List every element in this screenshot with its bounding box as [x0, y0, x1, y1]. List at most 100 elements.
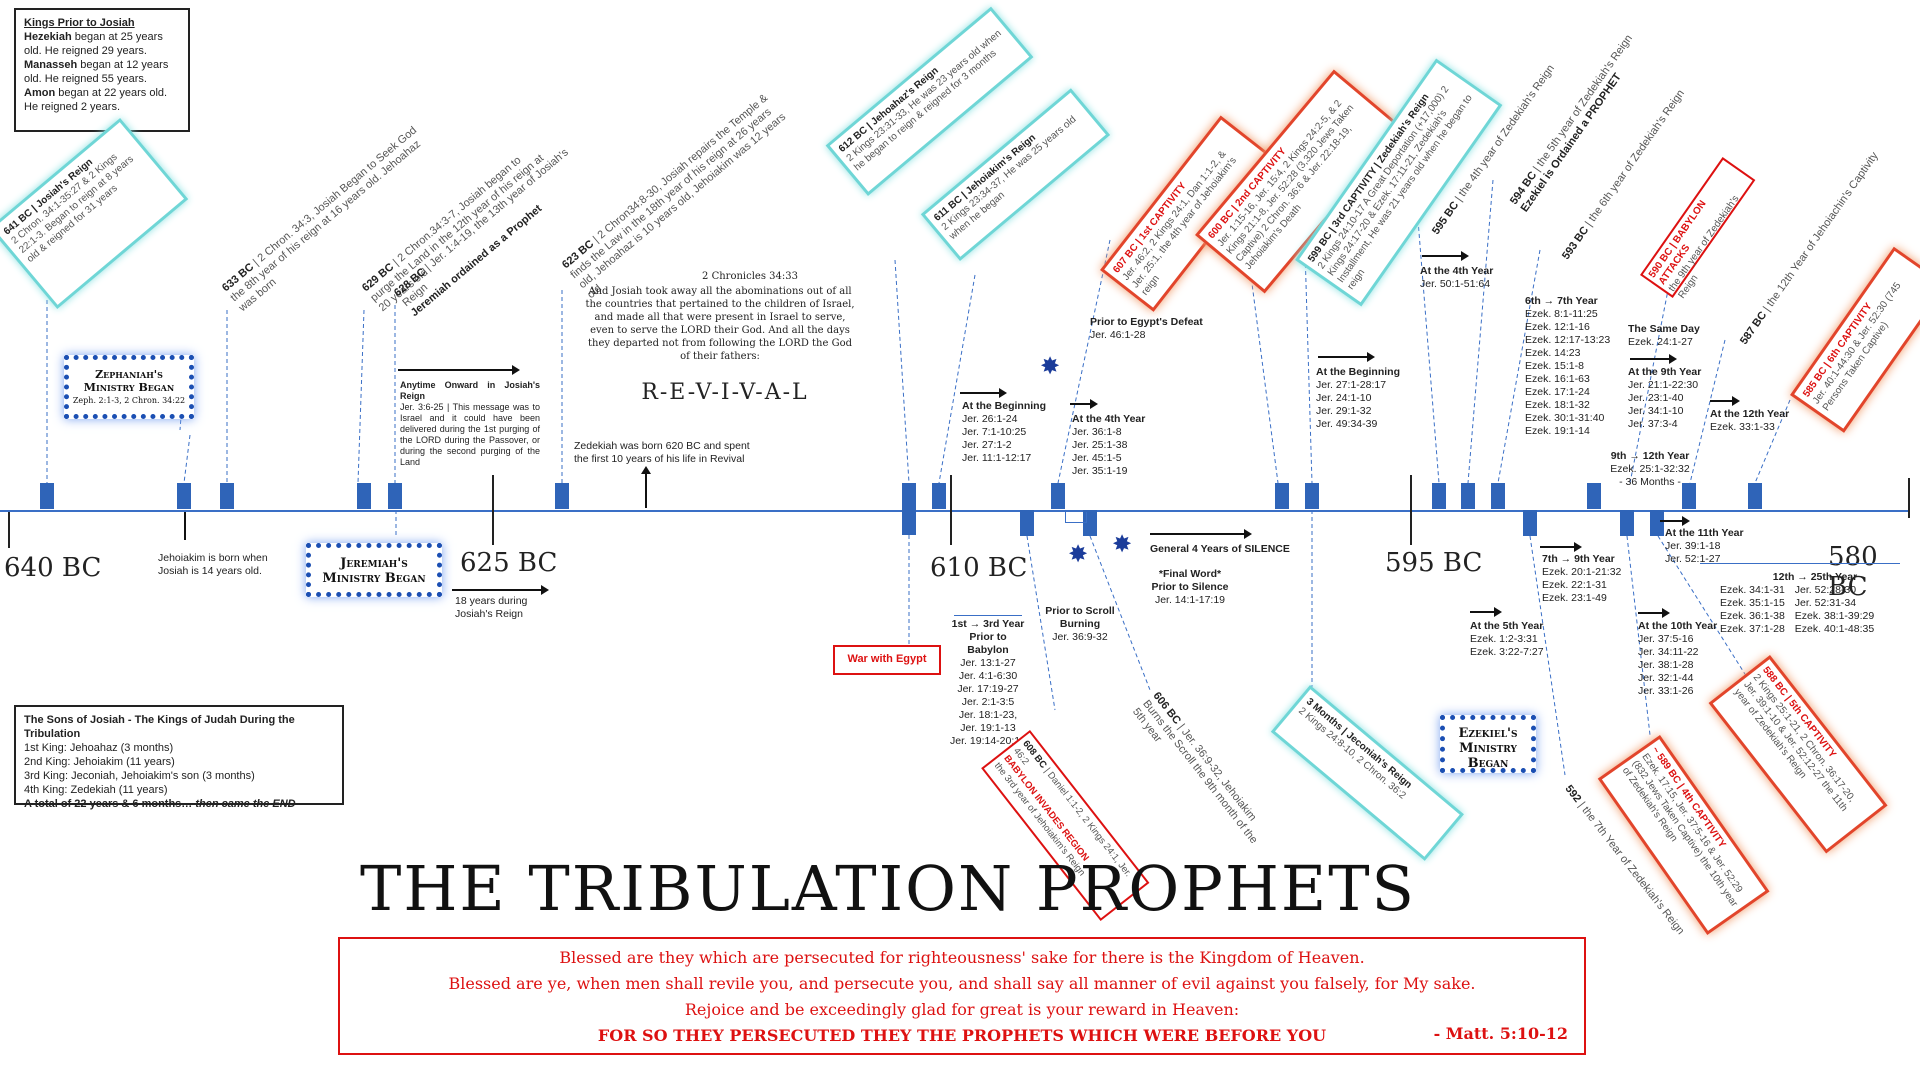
timeline-axis [0, 510, 1910, 512]
year-label-640: 640 BC [4, 553, 102, 583]
ref: Ezek. 25:1-32:32 [1610, 463, 1690, 475]
arrow [960, 388, 1007, 398]
group-twelfth: At the 12th Year Ezek. 33:1-33 [1710, 408, 1789, 434]
ref: Jer. 34:1-10 [1628, 405, 1684, 417]
group-six-7: 6th → 7th Year Ezek. 8:1-11:25 Ezek. 12:… [1525, 295, 1610, 438]
group-fourth-1: At the 4th Year Jer. 36:1-8 Jer. 25:1-38… [1072, 413, 1145, 478]
ref: Jer. 37:5-16 [1638, 633, 1694, 645]
ref: Ezek. 15:1-8 [1525, 360, 1584, 372]
ref: Ezek. 17:1-24 [1525, 386, 1590, 398]
ref: Jer. 7:1-10:25 [962, 426, 1027, 438]
revival-arrow-head [641, 466, 651, 474]
kings-prior-heading: Kings Prior to Josiah [24, 17, 135, 29]
group-head: General 4 Years of SILENCE [1150, 543, 1290, 555]
group-first-3: 1st → 3rd Year Prior to Babylon Jer. 13:… [948, 615, 1028, 748]
ref: Jer. 23:1-40 [1628, 392, 1684, 404]
anytime-text: Jer. 3:6-25 | This message was to Israel… [400, 402, 540, 467]
group-head: At the 9th Year [1628, 366, 1702, 378]
ref: Ezek. 40:1-48:35 [1794, 623, 1875, 635]
son-line: 4th King: Zedekiah (11 years) [24, 784, 168, 796]
event-tick [388, 483, 402, 509]
zephaniah-ref: Zeph. 2:1-3, 2 Chron. 34:22 [72, 396, 186, 405]
arrow [1630, 354, 1677, 364]
event-tick [1650, 510, 1664, 536]
event-tick [555, 483, 569, 509]
revival-ref: 2 Chronicles 34:33 [702, 271, 798, 282]
group-head: At the 4th Year [1420, 265, 1494, 277]
ref: Jer. 14:1-17:19 [1154, 594, 1226, 606]
ref: Jer. 38:1-28 [1638, 659, 1694, 671]
ref: Jer. 34:11-22 [1638, 646, 1699, 658]
zedekiah-born-note: Zedekiah was born 620 BC and spent the f… [574, 440, 750, 465]
twelve25-arrow [1700, 563, 1900, 564]
arrow [1422, 251, 1469, 261]
ref: Ezek. 19:1-14 [1525, 425, 1590, 437]
verse-line: Rejoice and be exceedingly glad for grea… [684, 1000, 1240, 1019]
group-head: At the Beginning [962, 400, 1046, 412]
son-line: 1st King: Jehoahaz (3 months) [24, 742, 174, 754]
group-beginning-2: At the Beginning Jer. 27:1-28:17 Jer. 24… [1316, 366, 1400, 431]
ref: Ezek. 1:2-3:31 [1470, 633, 1538, 645]
revival-quote: And Josiah took away all the abomination… [585, 286, 855, 362]
event-tick [1748, 483, 1762, 509]
group-head: Prior to Scroll Burning [1045, 605, 1115, 630]
ref: Jer. 17:19-27 [957, 683, 1019, 695]
ref: Jer. 35:1-19 [1072, 465, 1128, 477]
event-tick [1523, 510, 1537, 536]
ref: Ezek. 18:1-32 [1525, 399, 1590, 411]
zephaniah-ministry-label: Zephaniah's Ministry Began [83, 368, 175, 394]
arrow [1540, 542, 1582, 552]
silence-arrow [1150, 529, 1252, 539]
event-tick [932, 483, 946, 509]
group-scroll: Prior to Scroll Burning Jer. 36:9-32 [1040, 605, 1120, 644]
group-head: 12th → 25th Year [1772, 571, 1858, 583]
group-tenth: At the 10th Year Jer. 37:5-16 Jer. 34:11… [1638, 620, 1717, 698]
group-fifth: At the 5th Year Ezek. 1:2-3:31 Ezek. 3:2… [1470, 620, 1544, 659]
ref: Jer. 4:1-6:30 [958, 670, 1018, 682]
event-tick [902, 483, 916, 535]
group-head: Prior to Egypt's Defeat [1090, 316, 1203, 328]
verse-line: Blessed are they which are persecuted fo… [559, 948, 1365, 967]
sons-of-josiah-box: The Sons of Josiah - The Kings of Judah … [14, 705, 344, 810]
ref: - 36 Months - [1619, 476, 1681, 488]
ref: Jer. 45:1-5 [1072, 452, 1122, 464]
ref: Ezek. 35:1-15 [1720, 597, 1785, 609]
kings-prior-box: Kings Prior to Josiah Hezekiah began at … [14, 8, 190, 132]
ref: Jer. 27:1-28:17 [1316, 379, 1387, 391]
arrow [1638, 608, 1670, 618]
year-label-580: 580 BC [1828, 542, 1878, 602]
son-line: 3rd King: Jeconiah, Jehoiakim's son (3 m… [24, 770, 255, 782]
ref: Ezek. 37:1-28 [1720, 623, 1785, 635]
ref: Ezek. 38:1-39:29 [1794, 610, 1875, 622]
arrow [1070, 399, 1098, 409]
sons-heading: The Sons of Josiah - The Kings of Judah … [24, 714, 295, 740]
year-marker-625 [492, 475, 494, 545]
group-head: *Final Word* Prior to Silence [1151, 568, 1229, 593]
son-line: 2nd King: Jehoiakim (11 years) [24, 756, 175, 768]
jehoiakim-arrow [184, 512, 186, 540]
sons-total: A total of 22 years & 6 months… [24, 798, 196, 810]
king-name: Amon [24, 87, 56, 99]
king-text: began at 22 years old. He reigned 2 year… [24, 87, 168, 113]
war-with-egypt-box: War with Egypt [833, 645, 941, 675]
anytime-head: Anytime Onward in Josiah's Reign [400, 380, 540, 401]
group-head: At the 10th Year [1638, 620, 1718, 632]
verse-box: Blessed are they which are persecuted fo… [338, 937, 1586, 1055]
group-head: At the 11th Year [1665, 527, 1744, 539]
year-label-625: 625 BC [460, 548, 558, 578]
verse-ref: - Matt. 5:10-12 [1433, 1024, 1568, 1043]
group-head: 6th → 7th Year [1525, 295, 1598, 307]
group-beginning-1: At the Beginning Jer. 26:1-24 Jer. 7:1-1… [962, 400, 1046, 465]
event-tick [40, 483, 54, 509]
ref: Jer. 27:1-2 [962, 439, 1012, 451]
revival-word: R-E-V-I-V-A-L [641, 380, 809, 405]
event-tick [1620, 510, 1634, 536]
group-egypt: Prior to Egypt's Defeat Jer. 46:1-28 [1090, 316, 1203, 342]
king-text: began at 12 years old. He reigned 55 yea… [24, 59, 169, 85]
ref: Ezek. 8:1-11:25 [1525, 308, 1598, 320]
group-head: The Same Day [1628, 323, 1700, 335]
jeremiah-ministry-box: Jeremiah's Ministry Began [306, 543, 442, 597]
group-fourth-2: At the 4th Year Jer. 50:1-51:64 [1420, 265, 1493, 291]
ref: Jer. 50:1-51:64 [1420, 278, 1491, 290]
